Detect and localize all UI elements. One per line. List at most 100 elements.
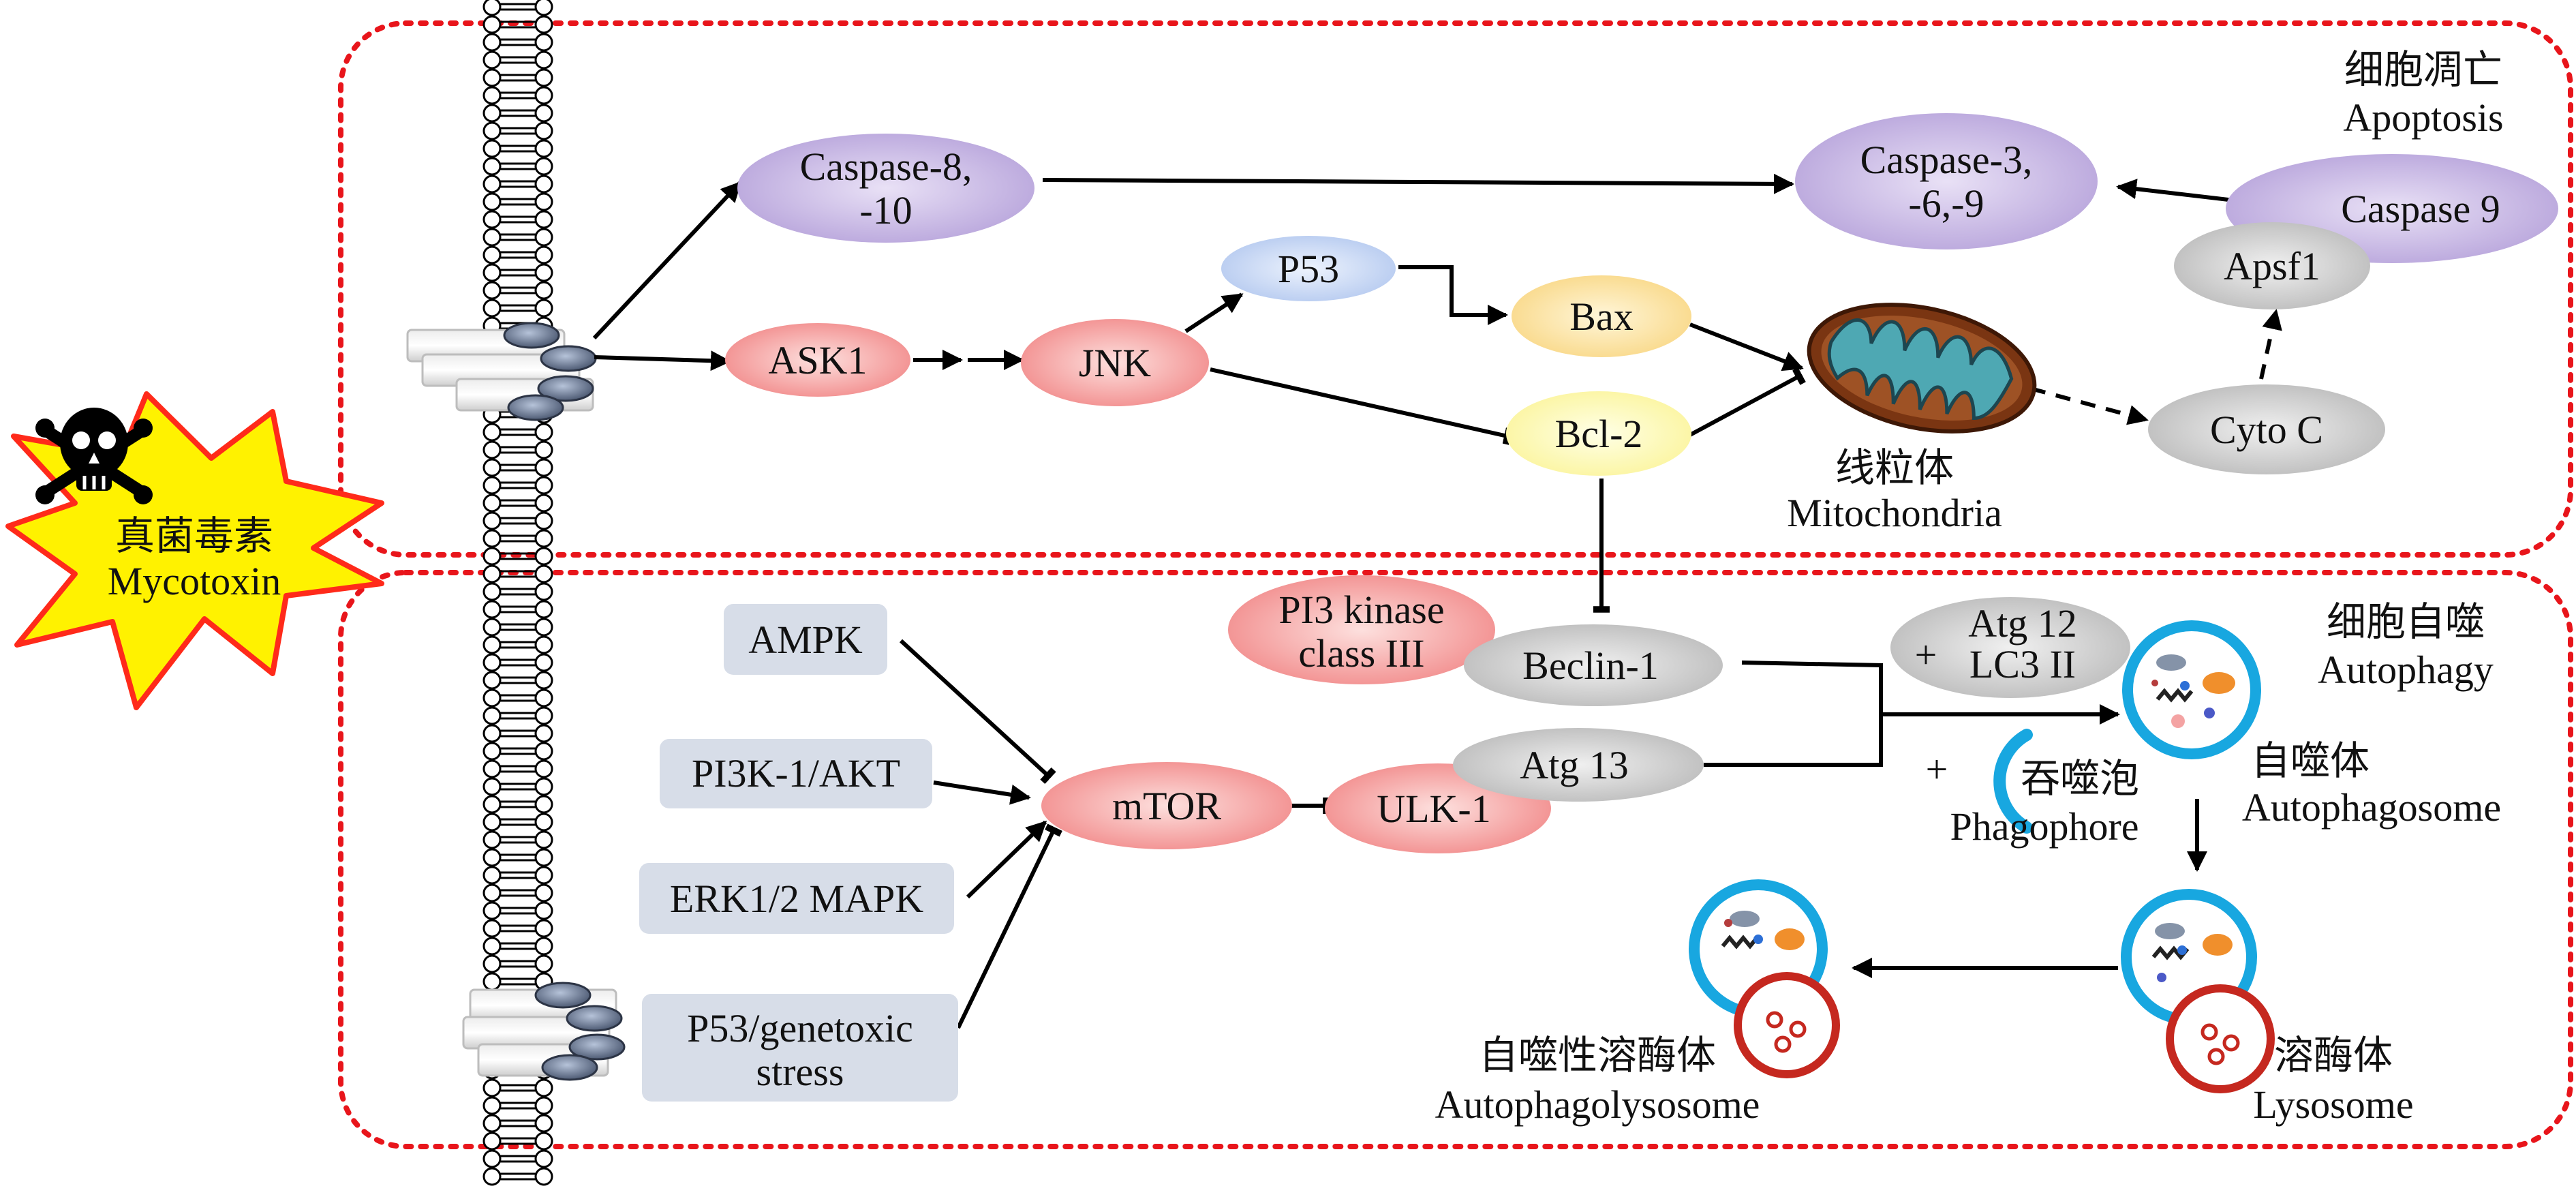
autophagosome-label-zh: 自噬体 xyxy=(2251,739,2370,783)
lipid-head xyxy=(482,511,502,530)
lipid-head xyxy=(534,15,553,34)
atg-13-node xyxy=(1453,728,1704,802)
pi3-kinase-label-line2: class III xyxy=(1298,631,1424,676)
lipid-tail xyxy=(500,818,536,826)
lipid-head xyxy=(534,688,553,708)
pathway-arrows xyxy=(592,173,2282,1029)
caspase-3-6-9-label-line1: Caspase-3, xyxy=(1860,138,2033,182)
lipid-head xyxy=(534,192,553,211)
lipid-tail xyxy=(500,286,536,294)
lipid-head xyxy=(482,830,502,849)
lipid-tail xyxy=(500,198,536,206)
lipid-tail xyxy=(500,428,536,436)
lipid-head xyxy=(482,937,502,956)
lipid-head xyxy=(482,157,502,176)
lipid-tail xyxy=(500,145,536,153)
lipid-tail xyxy=(500,1119,536,1127)
lipid-tail xyxy=(500,676,536,684)
lipid-head xyxy=(534,423,553,442)
lipid-tail xyxy=(500,783,536,791)
p53-label: P53 xyxy=(1278,247,1339,291)
lipid-tail xyxy=(500,924,536,932)
atg-12-label: Atg 12 xyxy=(1968,601,2077,646)
lipid-tail xyxy=(500,233,536,241)
mycotoxin-label-en: Mycotoxin xyxy=(108,559,281,603)
lipid-head xyxy=(482,68,502,87)
ask1-node xyxy=(725,323,910,397)
lipid-head xyxy=(534,440,553,459)
lipid-head xyxy=(534,1132,553,1151)
lipid-head xyxy=(482,1167,502,1186)
lipid-head xyxy=(534,299,553,318)
lipid-tail xyxy=(500,712,536,720)
lipid-head xyxy=(482,1114,502,1133)
bax-node xyxy=(1512,275,1691,357)
lipid-head xyxy=(534,706,553,725)
autophagy-label-zh: 细胞自噬 xyxy=(2327,600,2485,644)
lipid-head xyxy=(482,795,502,814)
lipid-head xyxy=(534,210,553,229)
bax-label: Bax xyxy=(1569,294,1633,339)
autophagy-region xyxy=(338,570,2573,1149)
lipid-head xyxy=(534,458,553,477)
lipid-tail xyxy=(500,765,536,773)
pi3-kinase-class-iii-node xyxy=(1228,575,1495,684)
lipid-head xyxy=(534,1149,553,1168)
p53-node xyxy=(1221,236,1396,301)
lipid-tail xyxy=(500,499,536,507)
cyto-c-node xyxy=(2148,384,2385,474)
lipid-tail xyxy=(500,180,536,188)
lipid-tail xyxy=(500,729,536,738)
lipid-head xyxy=(482,547,502,566)
lysosome-label-en: Lysosome xyxy=(2253,1082,2413,1127)
lipid-head xyxy=(534,511,553,530)
lipid-head xyxy=(482,1149,502,1168)
lipid-tail xyxy=(500,853,536,862)
lipid-head xyxy=(534,1167,553,1186)
lipid-tail xyxy=(500,3,536,11)
lipid-tail xyxy=(500,1155,536,1163)
lipid-head xyxy=(482,139,502,158)
lipid-head xyxy=(482,688,502,708)
mitochondria-label-zh: 线粒体 xyxy=(1835,446,1954,490)
mtor-label: mTOR xyxy=(1112,784,1221,828)
lipid-head xyxy=(534,281,553,300)
lipid-tail xyxy=(500,1102,536,1110)
lipid-tail xyxy=(500,127,536,135)
lipid-tail xyxy=(500,871,536,879)
lipid-tail xyxy=(500,517,536,525)
apoptosis-label-en: Apoptosis xyxy=(2343,95,2503,140)
lipid-head xyxy=(482,635,502,654)
lipid-head xyxy=(482,15,502,34)
lipid-head xyxy=(482,618,502,637)
lipid-head xyxy=(482,724,502,743)
mtor-node xyxy=(1041,762,1292,849)
lipid-head xyxy=(482,0,502,16)
ampk-box xyxy=(724,604,887,675)
lipid-tail xyxy=(500,641,536,649)
lipid-head xyxy=(482,600,502,619)
erk-mapk-box xyxy=(639,863,954,934)
lipid-head xyxy=(482,210,502,229)
lc3-ii-label: LC3 II xyxy=(1969,642,2076,686)
lipid-head xyxy=(534,104,553,123)
lipid-head xyxy=(482,813,502,832)
lipid-head xyxy=(482,281,502,300)
lipid-head xyxy=(482,1078,502,1097)
jnk-node xyxy=(1021,319,1209,406)
autophagolysosome-illustration xyxy=(1689,879,1840,1078)
lipid-head xyxy=(534,86,553,105)
caspase-3-6-9-label-line2: -6,-9 xyxy=(1908,181,1984,226)
pi3k-akt-box xyxy=(660,739,932,808)
skull-crossbones-icon xyxy=(35,408,153,504)
lipid-head xyxy=(482,458,502,477)
lipid-head xyxy=(482,564,502,583)
lipid-tail xyxy=(500,534,536,543)
lipid-head xyxy=(482,582,502,601)
lipid-head xyxy=(534,139,553,158)
receptor-top xyxy=(406,322,597,421)
ask1-label: ASK1 xyxy=(768,338,867,382)
lipid-head xyxy=(534,245,553,264)
lipid-head xyxy=(534,33,553,52)
lipid-head xyxy=(534,157,553,176)
